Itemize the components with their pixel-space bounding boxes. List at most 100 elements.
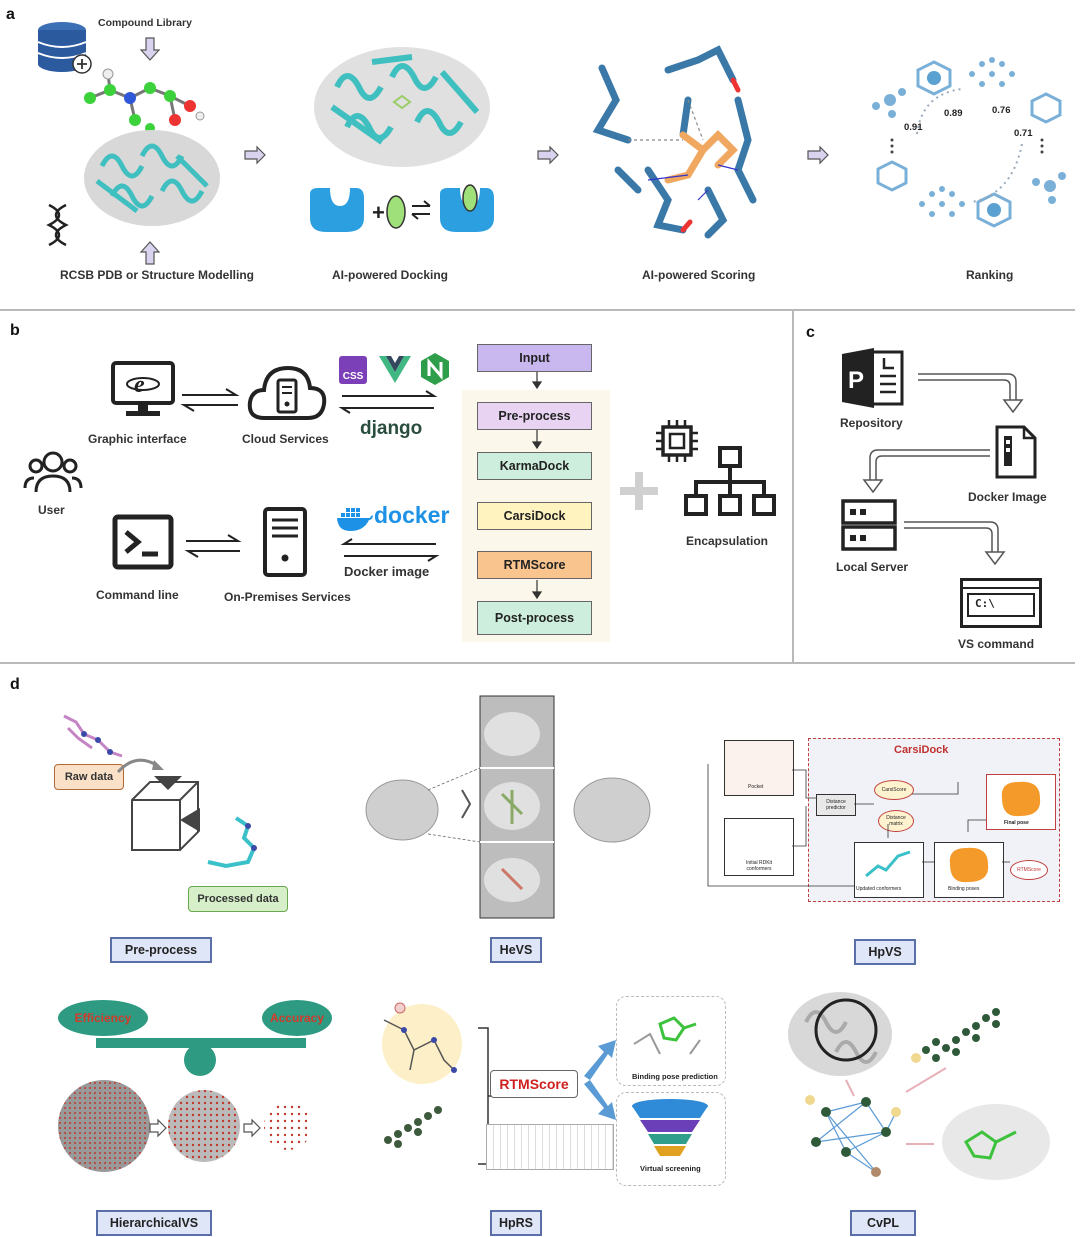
- ranking-molecules: [872, 57, 1066, 228]
- terminal-icon: [112, 514, 174, 570]
- flow-arrow-server-to-command: [904, 521, 1006, 566]
- docked-protein: [314, 47, 490, 167]
- vue-logo-icon: [379, 356, 411, 383]
- docker-whale-icon: [337, 508, 373, 531]
- distance-matrix-ellipse: Distance matrix: [878, 810, 914, 832]
- svg-text:+: +: [372, 200, 385, 225]
- rtmscore-ellipse: RTMScore: [1010, 860, 1048, 880]
- chip-icon: [656, 420, 698, 462]
- flow-arrows: [531, 372, 543, 600]
- flow-preprocess-box: Pre-process: [477, 402, 592, 430]
- exchange-arrows-icon: [180, 388, 240, 412]
- separator-a-b: [0, 309, 1075, 311]
- flow-karmadock-box: KarmaDock: [477, 452, 592, 480]
- hevs-protein-surfaces: [365, 695, 651, 919]
- pocket-label: Pocket: [748, 784, 764, 790]
- ligand-molecule: [84, 68, 205, 133]
- double-arrows-icon: [340, 538, 440, 562]
- window-title-bar: [963, 581, 1039, 589]
- tag-preprocess: Pre-process: [110, 937, 212, 963]
- powerpoint-repository-icon: P: [842, 348, 904, 408]
- vs-command-window: C:\: [960, 578, 1042, 628]
- step-label-ranking: Ranking: [966, 268, 1014, 282]
- user-label: User: [38, 503, 65, 517]
- local-server-icon: [841, 499, 897, 551]
- docker-image-file-icon: [995, 425, 1037, 479]
- flow-carsidock-box: CarsiDock: [477, 502, 592, 530]
- panel-label-b: b: [10, 322, 20, 339]
- dna-icon: [46, 203, 69, 247]
- balance-beam: [96, 1038, 306, 1048]
- tag-hprs: HpRS: [490, 1210, 542, 1236]
- carsidock-title: CarsiDock: [894, 744, 949, 756]
- flow-input-box: Input: [477, 344, 592, 372]
- window-inner-screen: C:\: [967, 593, 1035, 617]
- virtual-screening-funnel: [632, 1099, 708, 1156]
- compound-library-label: Compound Library: [98, 17, 192, 29]
- plus-icon: [620, 472, 658, 510]
- command-line-label: Command line: [96, 588, 179, 602]
- flow-arrow-docker-to-server: [862, 449, 990, 494]
- accuracy-ellipse: Accuracy: [262, 1000, 332, 1036]
- updated-conformer-molecule: [865, 850, 911, 878]
- processed-data-cylinder: Processed data: [188, 886, 288, 912]
- tag-cvpl: CvPL: [850, 1210, 916, 1236]
- efficiency-ellipse: Efficiency: [58, 1000, 148, 1036]
- binding-pose-card: [616, 996, 726, 1086]
- django-logo: django: [360, 418, 423, 439]
- arrow-right-icon: [537, 145, 559, 165]
- rtmscore-diagram-thumbnail: [486, 1124, 614, 1170]
- initial-conformers-label: Initial RDKit conformers: [745, 860, 773, 872]
- docker-image-c-label: Docker Image: [968, 490, 1047, 504]
- rtmscore-box: RTMScore: [490, 1070, 578, 1098]
- css-logo-text: CSS: [342, 371, 364, 382]
- distance-predictor-box: Distance predictor: [816, 794, 856, 816]
- binding-pose-sticks: [633, 1016, 701, 1055]
- balance-fulcrum: [184, 1044, 216, 1076]
- repository-label: Repository: [840, 416, 903, 430]
- encapsulation-label: Encapsulation: [686, 534, 769, 548]
- database-icon: [37, 22, 92, 74]
- monitor-browser-icon: e: [111, 361, 175, 416]
- flow-rtmscore-box: RTMScore: [477, 551, 592, 579]
- svg-text:P: P: [848, 367, 864, 394]
- nginx-logo-icon: [421, 353, 449, 385]
- arrow-right-icon: [807, 145, 829, 165]
- css-logo: CSS: [339, 356, 367, 384]
- hprs-ligand-images: [382, 1002, 462, 1148]
- svg-text:e: e: [134, 372, 145, 398]
- graphic-interface-label: Graphic interface: [88, 432, 187, 446]
- updated-conformers-label: Updated conformers: [856, 886, 902, 892]
- blue-split-arrows: [584, 1040, 616, 1120]
- double-arrows-icon: [338, 390, 438, 414]
- raw-data-cylinder: Raw data: [54, 764, 124, 790]
- process-cube-icon: [131, 776, 200, 851]
- cloud-server-icon: [247, 365, 327, 420]
- tag-hierarchicalvs: HierarchicalVS: [96, 1210, 212, 1236]
- arrow-up-icon: [139, 241, 161, 265]
- arrow-down-icon: [139, 37, 161, 61]
- step-label-structure: RCSB PDB or Structure Modelling: [60, 268, 255, 282]
- step-label-scoring: AI-powered Scoring: [642, 268, 756, 282]
- score-0: 0.91: [904, 122, 923, 133]
- cvpl-protein-ligand: [788, 992, 1050, 1180]
- local-server-label: Local Server: [836, 560, 909, 574]
- final-pose-label: Final pose: [1004, 820, 1029, 826]
- flow-arrow-repo-to-docker: [918, 373, 1024, 414]
- binding-pose-protein: [949, 847, 989, 883]
- flow-postprocess-box: Post-process: [477, 601, 592, 635]
- score-3: 0.71: [1014, 128, 1033, 139]
- protein-structure: [84, 130, 220, 226]
- compound-funnel-circles: [58, 1080, 312, 1172]
- binding-poses-label: Binding poses: [948, 886, 980, 892]
- panel-label-a: a: [6, 6, 15, 23]
- separator-b-d: [0, 662, 1075, 664]
- exchange-arrows-icon: [184, 534, 242, 558]
- vs-command-label: VS command: [958, 637, 1035, 651]
- server-tower-icon: [263, 507, 307, 577]
- tag-hpvs: HpVS: [854, 939, 916, 965]
- cloud-services-label: Cloud Services: [242, 432, 329, 446]
- binding-pose-prediction-label: Binding pose prediction: [632, 1072, 718, 1081]
- binding-site-sticks: [592, 45, 757, 239]
- network-hierarchy-icon: [684, 446, 776, 516]
